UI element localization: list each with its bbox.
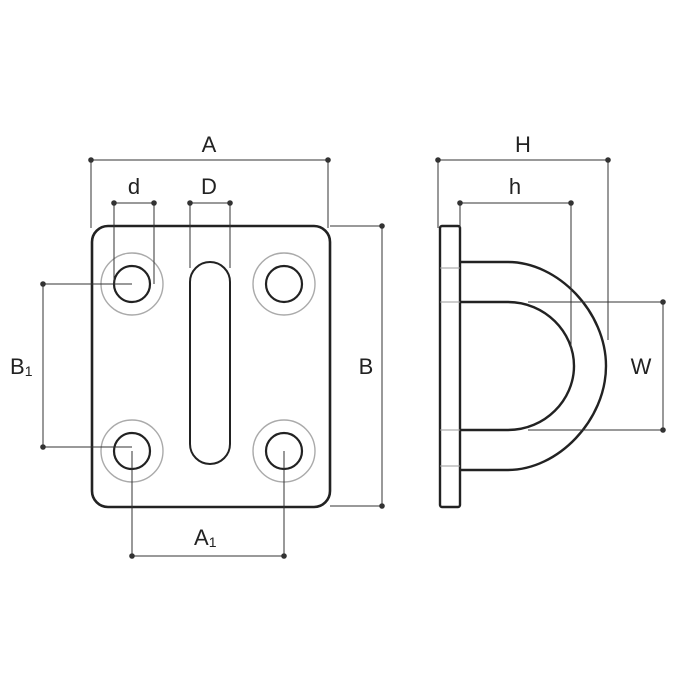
- label-A1-subscript: 1: [209, 534, 217, 550]
- mounting-hole-top-right: [252, 252, 316, 316]
- base-plate-outline: [90, 224, 332, 509]
- label-A1: A1: [194, 525, 217, 550]
- center-slot: [189, 261, 231, 465]
- label-A1-main: A: [194, 525, 209, 550]
- label-D: D: [201, 174, 217, 199]
- label-H: H: [515, 132, 531, 157]
- label-B: B: [359, 354, 374, 379]
- eye-loop-outer: [460, 260, 608, 472]
- label-B1-subscript: 1: [25, 363, 33, 379]
- side-view: [438, 224, 608, 509]
- dimension-lines-front: [42, 159, 383, 557]
- label-d: d: [128, 174, 140, 199]
- eye-loop-inner: [460, 300, 576, 432]
- dimension-dots-side: [435, 157, 666, 433]
- label-W: W: [631, 354, 652, 379]
- dimension-dots-front: [40, 157, 385, 559]
- side-base-plate: [438, 224, 462, 509]
- front-view: [90, 224, 332, 509]
- label-B1: B1: [10, 354, 33, 379]
- label-A: A: [202, 132, 217, 157]
- label-h: h: [509, 174, 521, 199]
- dimension-lines-side: [437, 159, 664, 431]
- label-B1-main: B: [10, 354, 25, 379]
